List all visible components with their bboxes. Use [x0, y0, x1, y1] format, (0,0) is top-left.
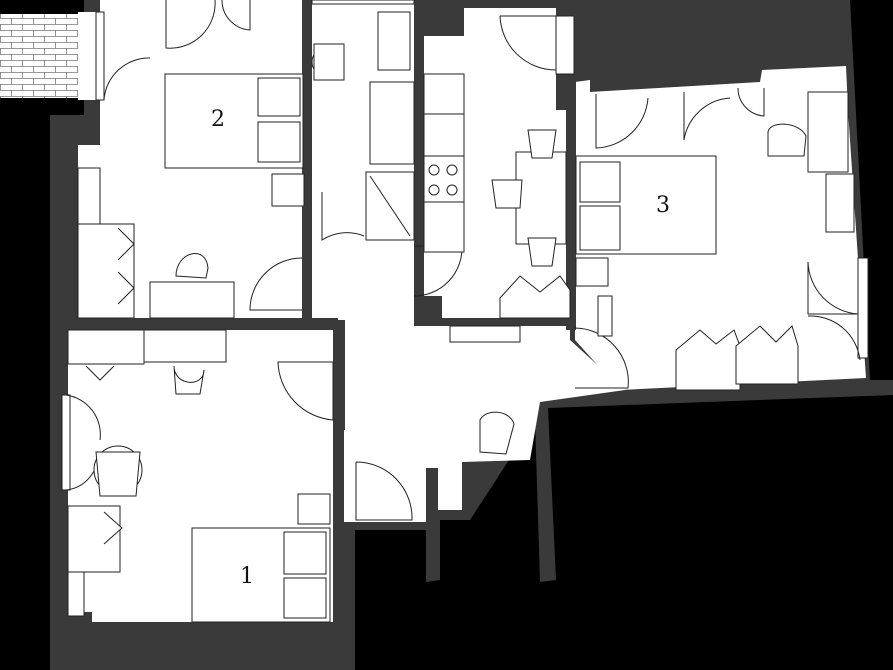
room-label-3: 3 [656, 193, 670, 218]
wall [78, 318, 338, 328]
furniture [67, 11, 855, 623]
wall [414, 30, 424, 255]
wall [566, 80, 576, 330]
wall [414, 296, 442, 326]
room-label-1: 1 [240, 564, 254, 589]
room-label-2: 2 [211, 107, 225, 132]
corridor-floor [312, 240, 625, 522]
doors [65, 0, 861, 521]
wall [440, 318, 570, 326]
wall [304, 0, 312, 245]
windows [61, 0, 869, 491]
wall [333, 320, 345, 430]
terrace-left [0, 14, 84, 98]
